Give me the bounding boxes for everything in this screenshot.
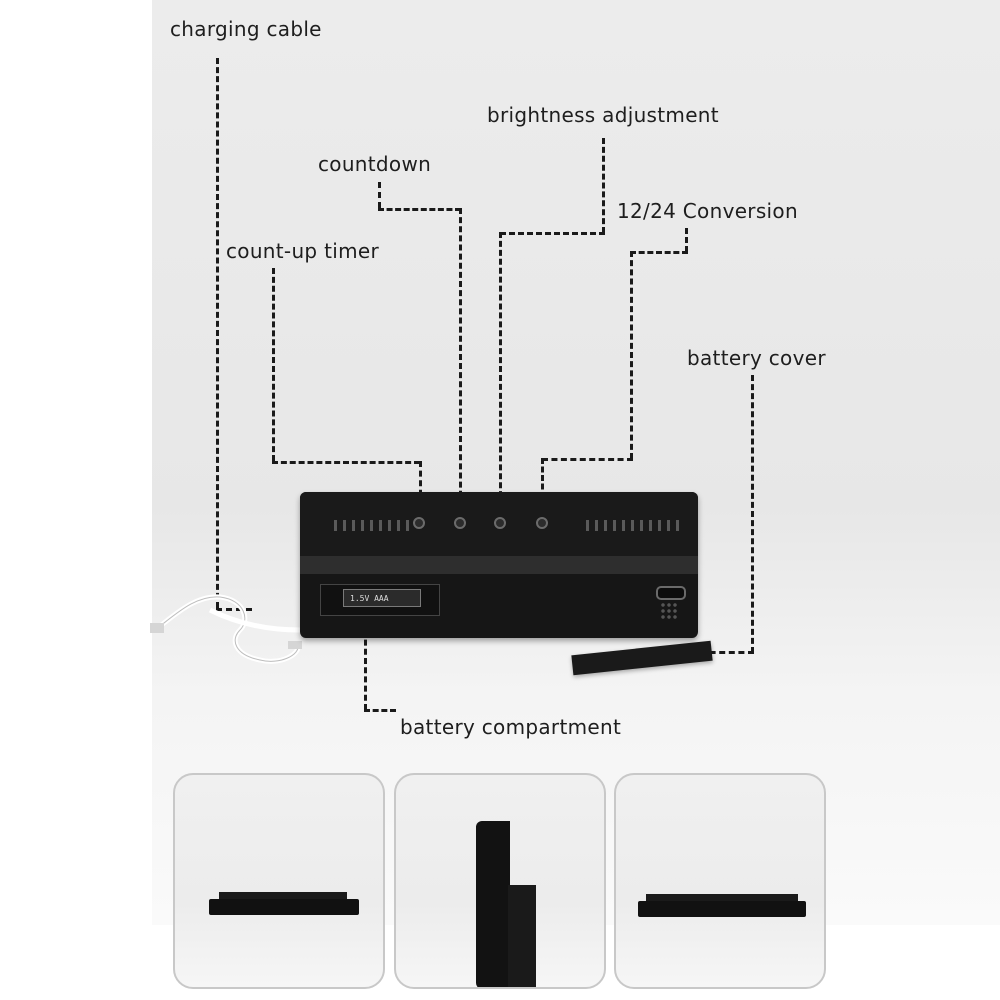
thumbnail-side-view[interactable] [394, 773, 606, 989]
leader-line-12-24-conversion [630, 251, 688, 254]
charging-cable [150, 594, 302, 664]
leader-line-battery-cover [751, 375, 754, 653]
countdown-button[interactable] [454, 517, 466, 529]
usb-plug-icon [150, 623, 164, 633]
leader-line-countdown [378, 208, 461, 211]
leader-line-brightness-adjustment [499, 232, 502, 515]
clock-body [209, 899, 359, 915]
leader-line-countdown [378, 182, 381, 208]
thumbnail-back-view[interactable] [614, 773, 826, 989]
clock-body [476, 821, 510, 987]
brightness-button[interactable] [494, 517, 506, 529]
vent-grille-right [586, 520, 679, 531]
label-brightness-adjustment: brightness adjustment [487, 103, 719, 127]
leader-line-12-24-conversion [542, 458, 633, 461]
clock-base [646, 894, 798, 902]
leader-line-brightness-adjustment [602, 138, 605, 233]
thumbnail-front-view[interactable] [173, 773, 385, 989]
label-12-24-conversion: 12/24 Conversion [617, 199, 798, 223]
leader-line-battery-cover [700, 651, 754, 654]
battery-compartment: 1.5V AAA [320, 584, 440, 616]
clock-base [219, 892, 347, 900]
leader-line-12-24-conversion [541, 458, 544, 515]
clock-body [638, 901, 806, 917]
12-24-conversion-button[interactable] [536, 517, 548, 529]
leader-line-brightness-adjustment [500, 232, 605, 235]
label-battery-cover: battery cover [687, 346, 826, 370]
leader-line-count-up-timer [272, 461, 420, 464]
leader-line-countdown [459, 208, 462, 515]
clock-divider-band [300, 556, 698, 574]
leader-line-count-up-timer [419, 461, 422, 515]
usb-c-plug-icon [288, 641, 302, 649]
usb-c-port-icon [656, 586, 686, 600]
vent-grille-left [334, 520, 409, 531]
leader-line-charging-cable [216, 608, 252, 611]
leader-line-count-up-timer [272, 268, 275, 461]
clock-back-view: 1.5V AAA [300, 492, 698, 638]
leader-line-12-24-conversion [685, 228, 688, 252]
leader-line-battery-compartment [364, 709, 396, 712]
label-count-up-timer: count-up timer [226, 239, 379, 263]
count-up-timer-button[interactable] [413, 517, 425, 529]
leader-line-battery-compartment [364, 612, 367, 710]
leader-line-12-24-conversion [630, 251, 633, 459]
aaa-battery: 1.5V AAA [343, 589, 421, 607]
label-battery-compartment: battery compartment [400, 715, 622, 739]
clock-stand [508, 885, 536, 987]
label-countdown: countdown [318, 152, 432, 176]
leader-line-charging-cable [216, 58, 219, 608]
speaker-grille-icon [660, 602, 678, 620]
label-charging-cable: charging cable [170, 17, 322, 41]
